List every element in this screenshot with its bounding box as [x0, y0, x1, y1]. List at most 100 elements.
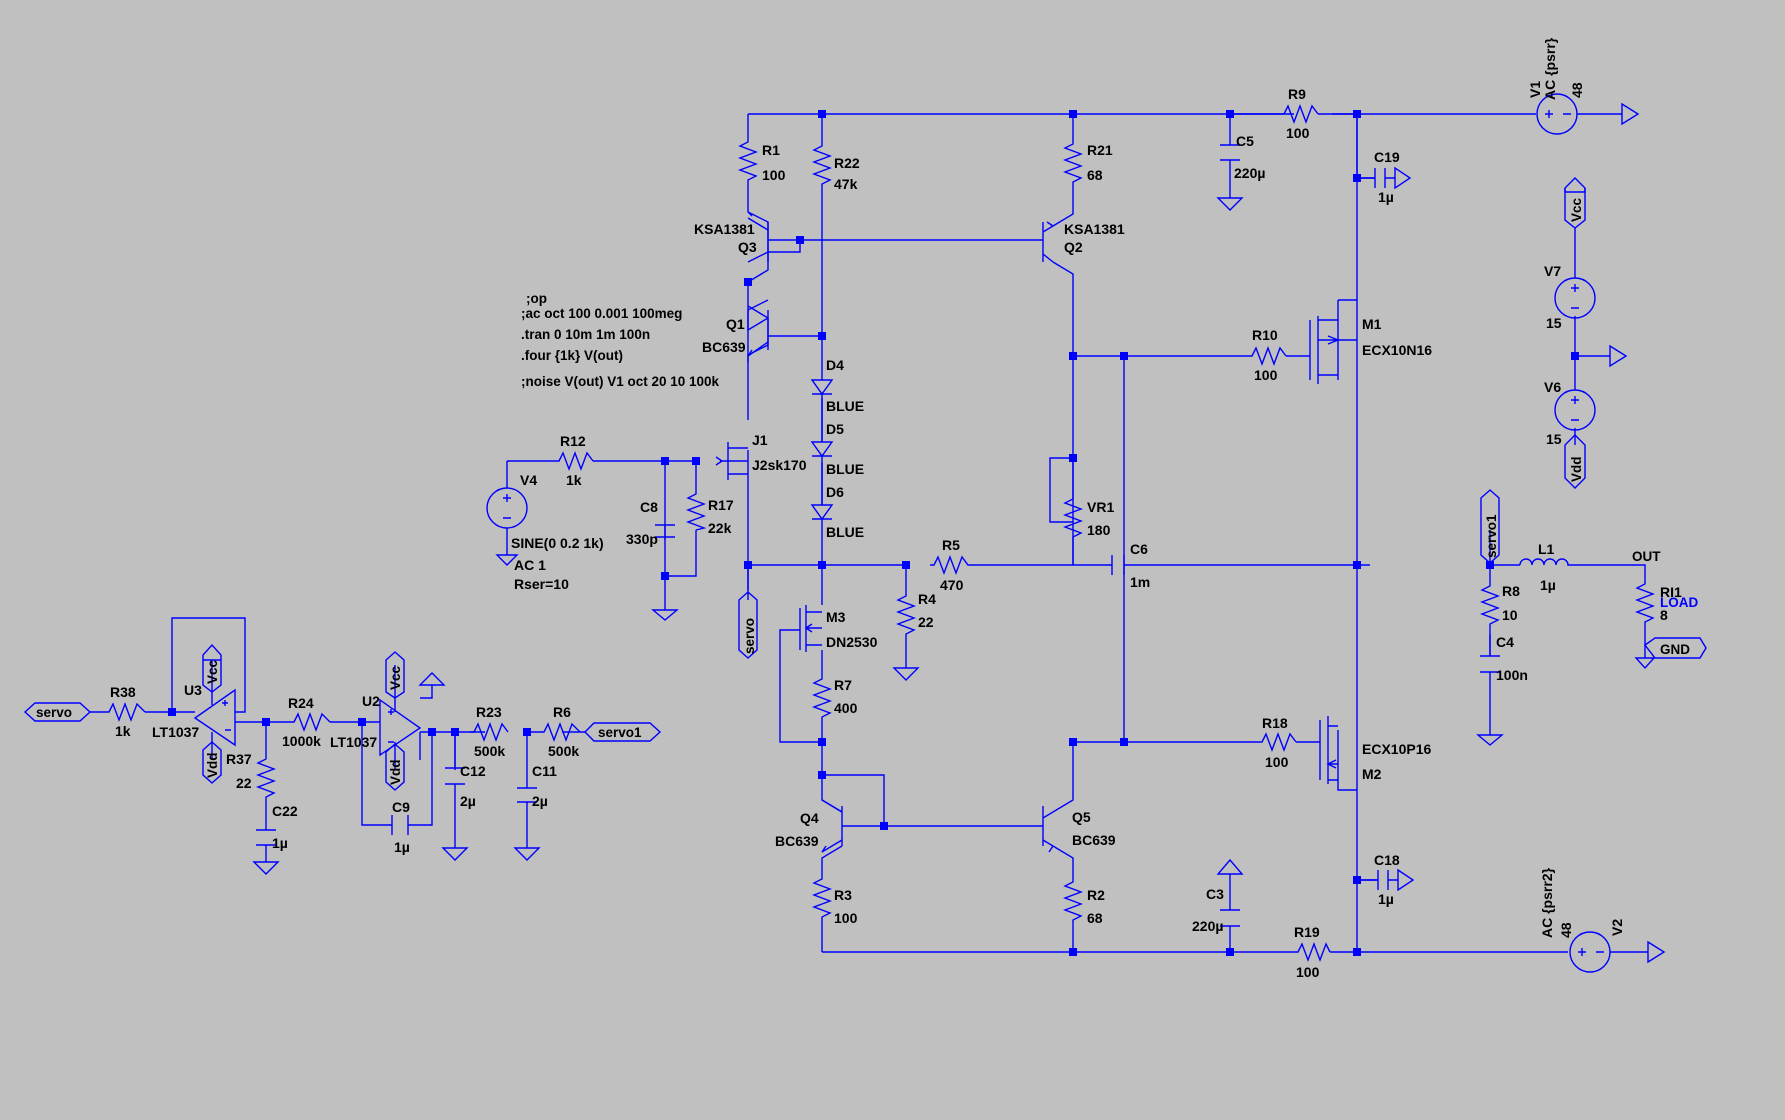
- net-u2-vdd: Vdd: [388, 760, 403, 786]
- label-c19: C19: [1374, 149, 1400, 165]
- resistor-r37: [256, 755, 276, 805]
- net-servo1-right: servo1: [598, 725, 642, 740]
- label-c8: C8: [640, 499, 658, 515]
- capacitor-c22: [256, 829, 276, 846]
- label-v7: V7: [1544, 263, 1561, 279]
- value-r9: 100: [1286, 125, 1310, 141]
- value-r38: 1k: [115, 723, 131, 739]
- value-vr1: 180: [1087, 522, 1111, 538]
- model-q5: BC639: [1072, 832, 1116, 848]
- net-u3-vcc: Vcc: [205, 659, 220, 684]
- label-c11: C11: [532, 763, 557, 779]
- label-v1: V1: [1527, 81, 1543, 98]
- value-l1: 1µ: [1540, 577, 1556, 593]
- label-q1: Q1: [726, 316, 745, 332]
- value-c4: 100n: [1496, 667, 1528, 683]
- net-gnd: GND: [1660, 642, 1690, 657]
- resistor-r12: [555, 451, 594, 471]
- value-c6: 1m: [1130, 574, 1150, 590]
- junctions: [168, 110, 1579, 956]
- label-r19: R19: [1294, 924, 1320, 940]
- label-d5: D5: [826, 421, 844, 437]
- value-c22: 1µ: [272, 835, 288, 851]
- net-flags: [23, 177, 1707, 791]
- value-r21: 68: [1087, 167, 1103, 183]
- resistor-r8: [1480, 582, 1500, 634]
- label-c5: C5: [1236, 133, 1254, 149]
- value-v7: 15: [1546, 315, 1562, 331]
- label-r21: R21: [1087, 142, 1113, 158]
- net-u2-vcc: Vcc: [388, 665, 403, 690]
- resistor-r24: [290, 712, 331, 732]
- value-c8: 330p: [626, 531, 658, 547]
- model-q1: BC639: [702, 339, 746, 355]
- label-v2: V2: [1609, 919, 1625, 936]
- jfet-j1: [715, 442, 748, 480]
- resistor-r4: [896, 590, 916, 640]
- model-d6: BLUE: [826, 524, 864, 540]
- model-m1: ECX10N16: [1362, 342, 1432, 358]
- value-r22: 47k: [834, 176, 858, 192]
- label-c12: C12: [460, 763, 486, 779]
- value-c3: 220µ: [1192, 918, 1223, 934]
- label-q3: Q3: [738, 239, 757, 255]
- value-r12: 1k: [566, 472, 582, 488]
- value-v1: 48: [1569, 82, 1585, 98]
- label-c3: C3: [1206, 886, 1224, 902]
- mosfet-m1: [1309, 316, 1340, 384]
- label-q4: Q4: [800, 810, 819, 826]
- net-servo-vertical: servo: [742, 618, 757, 654]
- value-v2: 48: [1558, 922, 1574, 938]
- resistor-r19: [1294, 942, 1331, 962]
- label-q5: Q5: [1072, 809, 1091, 825]
- mosfet-m3: [799, 605, 822, 652]
- resistor-r5: [930, 555, 972, 575]
- directive-noise: ;noise V(out) V1 oct 20 10 100k: [521, 374, 720, 389]
- resistor-r23: [470, 722, 509, 742]
- label-vr1: VR1: [1087, 499, 1114, 515]
- value-rl1: 8: [1660, 607, 1668, 623]
- label-v4-line1: SINE(0 0.2 1k): [511, 535, 604, 551]
- model-u2: LT1037: [330, 734, 377, 750]
- resistors: [105, 104, 1655, 962]
- label-r38: R38: [110, 684, 136, 700]
- label-c6: C6: [1130, 541, 1148, 557]
- transistor-q3: [747, 211, 800, 263]
- label-c22: C22: [272, 803, 298, 819]
- resistor-rl1: [1635, 580, 1655, 630]
- directive-tran: .tran 0 10m 1m 100n: [521, 327, 650, 342]
- label-d6: D6: [826, 484, 844, 500]
- opamp-u3: [193, 688, 236, 747]
- label-r3: R3: [834, 887, 852, 903]
- model-q3: KSA1381: [694, 221, 755, 237]
- label-r24: R24: [288, 695, 314, 711]
- value-r17: 22k: [708, 520, 732, 536]
- transistor-q5: [1042, 806, 1054, 853]
- resistor-r38: [105, 702, 146, 722]
- capacitor-c19: [1357, 168, 1395, 188]
- label-r37: R37: [226, 751, 252, 767]
- label-c9: C9: [392, 799, 410, 815]
- transistor-q4: [821, 799, 884, 853]
- value-r1: 100: [762, 167, 786, 183]
- resistor-r22: [812, 142, 832, 194]
- directive-op: ;op: [526, 291, 547, 306]
- label-v1-ac: AC {psrr}: [1542, 37, 1558, 100]
- resistor-r3: [812, 875, 832, 927]
- label-r17: R17: [708, 497, 734, 513]
- inductor-l1: [1519, 558, 1570, 566]
- capacitors: [256, 144, 1500, 927]
- value-r7: 400: [834, 700, 858, 716]
- resistor-vr1: [1063, 495, 1083, 548]
- resistor-r9: [1280, 104, 1319, 124]
- net-vcc: Vcc: [1569, 197, 1584, 222]
- value-c5: 220µ: [1234, 165, 1265, 181]
- capacitor-c6: [1111, 555, 1125, 575]
- model-q4: BC639: [775, 833, 819, 849]
- label-r8: R8: [1502, 583, 1520, 599]
- transistor-q2: [1042, 221, 1054, 263]
- value-c11: 2µ: [532, 793, 548, 809]
- label-r2: R2: [1087, 887, 1105, 903]
